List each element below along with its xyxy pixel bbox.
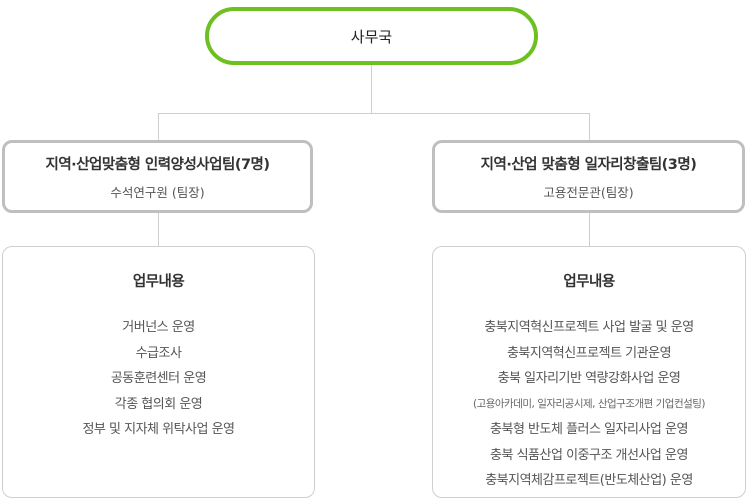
- duty-box-left: 업무내용 거버넌스 운영 수급조사 공동훈련센터 운영 각종 협의회 운영 정부…: [2, 246, 315, 498]
- duty-list: 충북지역혁신프로젝트 사업 발굴 및 운영 충북지역혁신프로젝트 기관운영 충북…: [433, 315, 745, 494]
- connector-root-down: [371, 65, 372, 113]
- duty-item: 거버넌스 운영: [122, 320, 195, 335]
- duty-item: 정부 및 지자체 위탁사업 운영: [82, 422, 235, 437]
- duty-item: 충북지역혁신프로젝트 사업 발굴 및 운영: [484, 320, 694, 335]
- team-node-right: 지역·산업 맞춤형 일자리창출팀(3명) 고용전문관(팀장): [432, 140, 745, 213]
- duty-item-note: (고용아카데미, 일자리공시제, 산업구조개편 기업컨설팅): [472, 397, 706, 410]
- duty-item: 공동훈련센터 운영: [110, 371, 207, 386]
- duty-item: 충북지역혁신프로젝트 기관운영: [506, 345, 672, 361]
- connector-left-down: [158, 113, 159, 140]
- duty-item: 각종 협의회 운영: [114, 396, 203, 412]
- team-leader: 고용전문관(팀장): [543, 184, 634, 200]
- duty-item: 충북지역체감프로젝트(반도체산업) 운영: [485, 473, 693, 488]
- duty-item: 충북 식품산업 이중구조 개선사업 운영: [490, 447, 688, 463]
- connector-right-team-duty: [589, 213, 590, 246]
- duty-box-right: 업무내용 충북지역혁신프로젝트 사업 발굴 및 운영 충북지역혁신프로젝트 기관…: [432, 246, 746, 498]
- connector-right-down: [589, 113, 590, 140]
- team-leader: 수석연구원 (팀장): [110, 184, 205, 200]
- team-name: 지역·산업맞춤형 인력양성사업팀(7명): [45, 156, 271, 173]
- duty-item: 수급조사: [135, 345, 182, 361]
- connector-horizontal: [158, 113, 590, 114]
- duty-title: 업무내용: [132, 274, 185, 290]
- duty-item: 충북형 반도체 플러스 일자리사업 운영: [490, 422, 688, 437]
- team-name: 지역·산업 맞춤형 일자리창출팀(3명): [480, 156, 697, 173]
- root-node-secretariat: 사무국: [205, 7, 538, 65]
- duty-title: 업무내용: [563, 274, 615, 290]
- team-node-left: 지역·산업맞춤형 인력양성사업팀(7명) 수석연구원 (팀장): [2, 140, 313, 213]
- duty-item: 충북 일자리기반 역량강화사업 운영: [497, 371, 681, 386]
- duty-list: 거버넌스 운영 수급조사 공동훈련센터 운영 각종 협의회 운영 정부 및 지자…: [3, 315, 314, 443]
- root-label: 사무국: [350, 27, 393, 46]
- connector-left-team-duty: [158, 213, 159, 246]
